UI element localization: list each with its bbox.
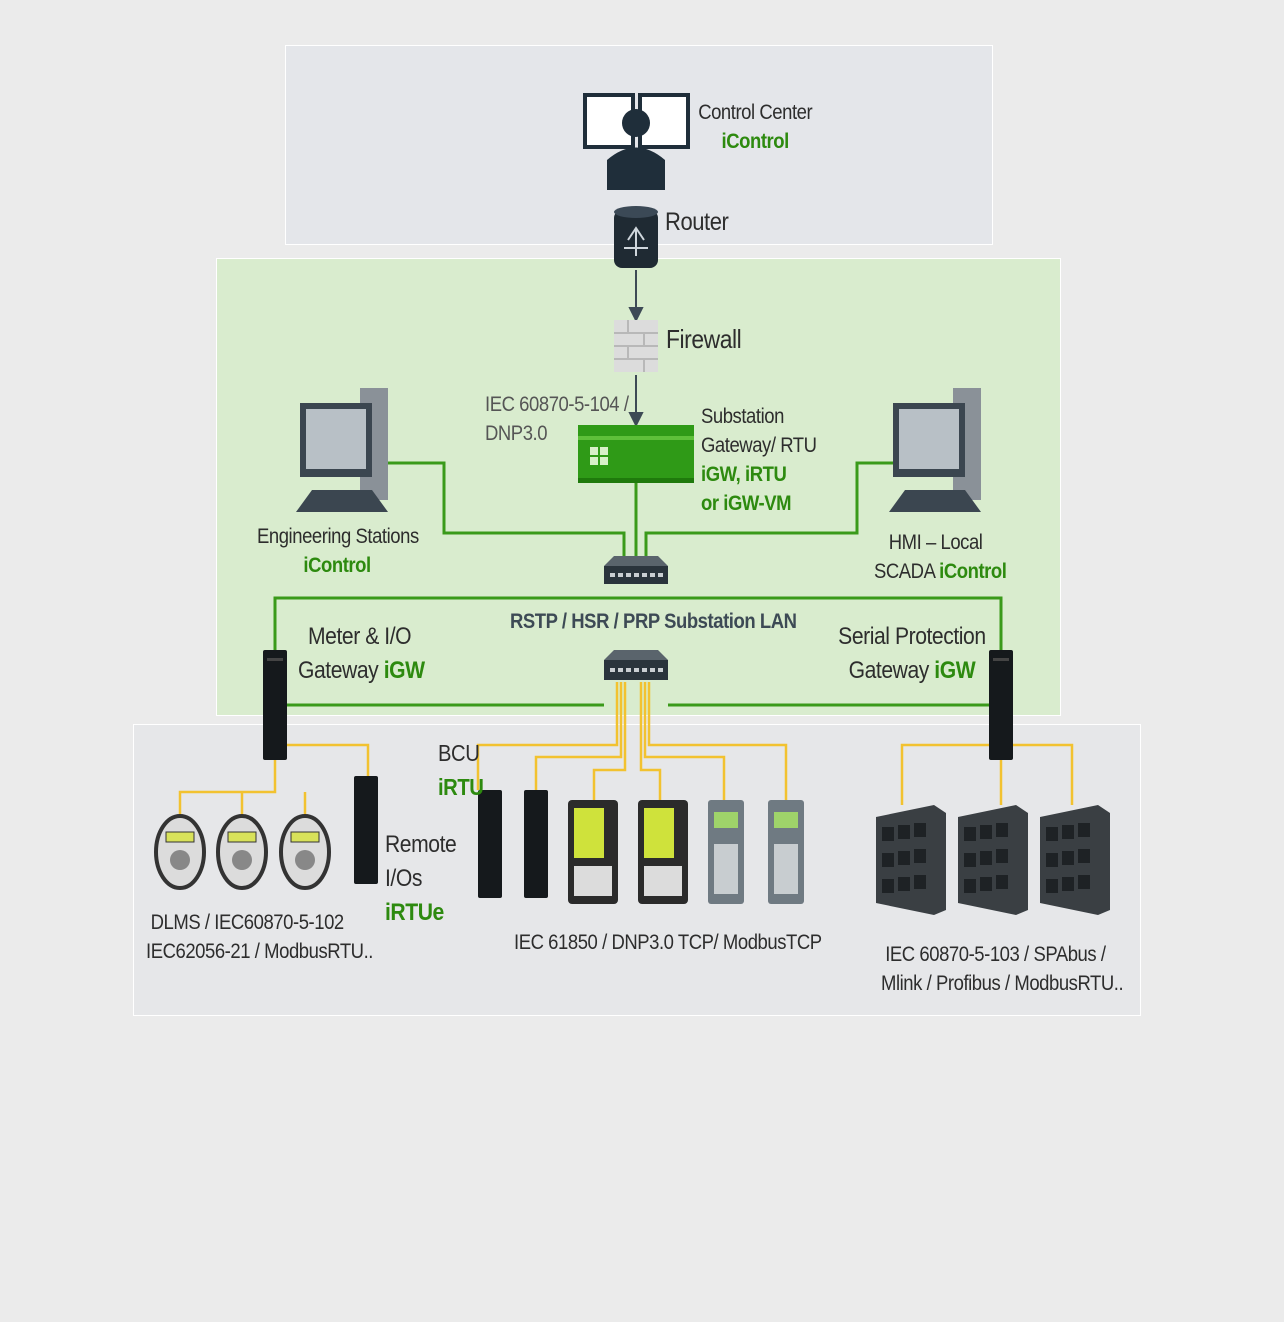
bcu-device xyxy=(478,790,548,898)
protocol-upper-label: IEC 60870-5-104 / DNP3.0 xyxy=(485,393,629,445)
firewall-label: Firewall xyxy=(666,324,742,354)
firewall-icon xyxy=(614,320,658,372)
protocol-ied-label: IEC 61850 / DNP3.0 TCP/ ModbusTCP xyxy=(514,931,822,954)
bcu-label: BCU iRTU xyxy=(438,740,484,800)
workstation-icon xyxy=(296,388,388,512)
relay-icon xyxy=(568,800,804,904)
remote-io-device xyxy=(354,776,378,884)
lan-ring-top xyxy=(273,596,1003,655)
protocol-meters-label: DLMS / IEC60870-5-102 IEC62056-21 / Modb… xyxy=(146,911,373,963)
link-engineering-switch xyxy=(388,461,626,560)
meter-icon xyxy=(154,814,331,890)
substation-gateway-label: Substation Gateway/ RTU iGW, iRTU or iGW… xyxy=(701,405,817,515)
remote-io-label: Remote I/Os iRTUe xyxy=(385,831,457,926)
protocol-serial-label: IEC 60870-5-103 / SPAbus / Mlink / Profi… xyxy=(881,943,1124,995)
switch-icon xyxy=(604,556,668,584)
meter-gateway-label: Meter & I/O Gateway iGW xyxy=(298,623,425,684)
link-hmi-switch xyxy=(644,461,893,560)
engineering-label: Engineering Stations iControl xyxy=(257,525,419,577)
operator-icon xyxy=(583,93,690,190)
yellow-links xyxy=(178,682,1074,815)
workstation-icon xyxy=(889,388,981,512)
switch-icon xyxy=(604,650,668,680)
meter-gateway-device xyxy=(263,650,287,760)
router-label: Router xyxy=(665,208,729,236)
uplink-arrows xyxy=(628,270,644,428)
gateway-rack-icon xyxy=(578,425,694,483)
lan-label: RSTP / HSR / PRP Substation LAN xyxy=(510,610,797,633)
serial-gateway-label: Serial Protection Gateway iGW xyxy=(838,623,986,684)
switchgear-icon xyxy=(876,805,1110,915)
green-links xyxy=(273,461,1003,707)
router-icon xyxy=(614,206,658,268)
serial-gateway-device xyxy=(989,650,1013,760)
hmi-label: HMI – Local SCADA iControl xyxy=(874,531,1007,583)
control-center-label: Control Center iControl xyxy=(698,101,813,153)
